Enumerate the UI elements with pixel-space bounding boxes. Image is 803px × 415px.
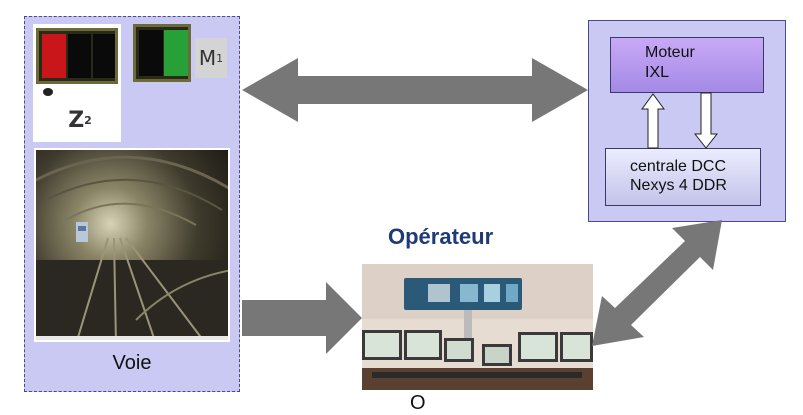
- moteur-line-2: IXL: [645, 64, 670, 81]
- signal-z2-label: Z: [68, 107, 85, 133]
- operateur-photo: [362, 264, 593, 390]
- signal-z2-sub: 2: [84, 113, 92, 127]
- moteur-ixl-box: Moteur IXL: [610, 37, 764, 93]
- signal-m1-label: M: [198, 46, 217, 70]
- arrow-voie-operateur: [242, 282, 362, 354]
- arrow-moteur-dcc: [693, 92, 719, 149]
- voie-label: Voie: [112, 352, 152, 374]
- arrow-dcc-moteur: [641, 93, 665, 149]
- signal-lamp-red: [42, 34, 66, 78]
- operateur-title: Opérateur: [388, 224, 494, 249]
- dcc-line-2: Nexys 4 DDR: [630, 177, 727, 194]
- moteur-line-1: Moteur: [645, 44, 695, 61]
- dcc-centrale-box: centrale DCC Nexys 4 DDR: [605, 148, 761, 206]
- operateur-cut-text: O: [410, 392, 426, 414]
- signal-m1-sub: 1: [216, 51, 224, 65]
- dcc-line-1: centrale DCC: [630, 158, 727, 175]
- arrow-voie-ixl: [242, 58, 588, 122]
- signal-z2-dot: [43, 88, 53, 96]
- tunnel-photo: [34, 148, 230, 342]
- signal-lamp-off: [139, 30, 163, 76]
- signal-lamp-group-2: [133, 24, 191, 82]
- signal-lamp-off: [93, 34, 115, 78]
- signal-lamp-green: [164, 30, 188, 76]
- arrow-operateur-ixl: [592, 220, 722, 346]
- signal-lamp-off: [68, 34, 91, 78]
- signal-lamp-group-1: [36, 28, 118, 84]
